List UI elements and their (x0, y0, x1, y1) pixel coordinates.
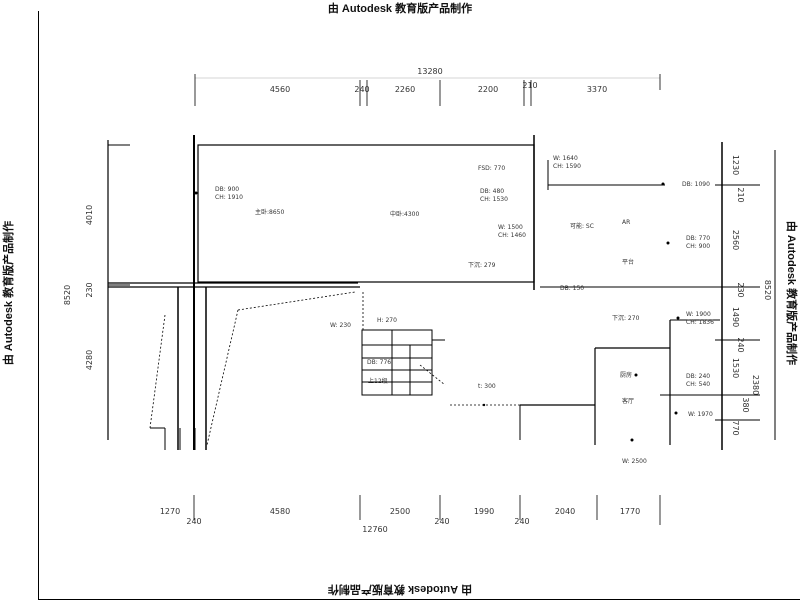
dim-bottom-seg-6: 1990 (474, 507, 494, 516)
dim-left-seg-2: 230 (85, 282, 94, 297)
label-w1900: W: 1900 (686, 311, 711, 318)
label-db150: DB: 150 (560, 285, 584, 292)
dim-left-seg-3: 4280 (85, 350, 94, 370)
dim-right-seg-8: 770 (731, 420, 740, 435)
label-window-tl: DB: 900 (215, 186, 239, 193)
label-ch540: CH: 540 (686, 381, 710, 388)
label-g270: 下沉: 270 (612, 314, 640, 322)
dim-right-seg-7: 1530 (731, 358, 740, 378)
dim-left-seg-1: 4010 (85, 205, 94, 225)
room-label-rooftop: 平台 (622, 258, 634, 266)
dim-right-seg-2: 210 (736, 187, 745, 202)
room-label-2: 中卧:4300 (390, 210, 419, 218)
watermark-top: 由 Autodesk 教育版产品制作 (327, 3, 473, 15)
label-ch1836: CH: 1836 (686, 319, 714, 326)
label-w1640: W: 1640 (553, 155, 578, 162)
dim-top-seg-2: 240 (354, 85, 369, 94)
dim-bottom-seg-2: 240 (186, 517, 201, 526)
dim-bottom-seg-3: 4580 (270, 507, 290, 516)
dim-bottom-seg-8: 2040 (555, 507, 575, 516)
room-label-1: 主卧:8650 (255, 208, 284, 216)
dim-top-seg-6: 3370 (587, 85, 607, 94)
dim-right-seg-6: 240 (736, 337, 745, 352)
dim-right-overall: 8520 (763, 280, 772, 300)
dim-bottom-seg-5: 240 (434, 517, 449, 526)
dim-right-seg-9: 2380 (751, 375, 760, 395)
dim-bottom-seg-4: 2500 (390, 507, 410, 516)
label-stair-up: 上12级 (368, 377, 388, 385)
label-w2500: W: 2500 (622, 458, 647, 465)
dim-right-seg-10: 380 (741, 397, 750, 412)
dim-left-overall: 8520 (63, 285, 72, 305)
dim-right-seg-1: 1230 (731, 155, 740, 175)
label-height-tl: CH: 1910 (215, 194, 243, 201)
walls (107, 74, 776, 525)
room-label-living: 客厅 (622, 397, 634, 405)
room-label-kitchen: 厨房 (620, 371, 632, 379)
dim-top-seg-3: 2260 (395, 85, 415, 94)
label-w230: W: 230 (330, 322, 351, 329)
label-dx: 下沉: 279 (468, 261, 496, 269)
label-db770: DB: 770 (686, 235, 710, 242)
dim-right-seg-4: 230 (736, 282, 745, 297)
dim-top-seg-1: 4560 (270, 85, 290, 94)
dim-bottom-overall: 12760 (362, 525, 387, 534)
dim-top-seg-5: 210 (522, 81, 537, 90)
label-s300: t: 300 (478, 383, 496, 390)
label-ar: AR (622, 219, 630, 226)
dashed-lines (149, 291, 520, 446)
label-db1090: DB: 1090 (682, 181, 710, 188)
marker-dots (194, 182, 680, 442)
label-ch1590: CH: 1590 (553, 163, 581, 170)
dim-right-seg-5: 1490 (731, 307, 740, 327)
dim-bottom-seg-7: 240 (514, 517, 529, 526)
dim-bottom-seg-9: 1770 (620, 507, 640, 516)
label-w1970: W: 1970 (688, 411, 713, 418)
dim-top-overall: 13280 (417, 67, 442, 76)
label-ch900: CH: 900 (686, 243, 710, 250)
label-sc: 可能: SC (570, 222, 594, 230)
dim-right-seg-3: 2560 (731, 230, 740, 250)
label-stair-db: DB: 776 (367, 359, 391, 366)
label-h270: H: 270 (377, 317, 397, 324)
label-w1500: W: 1500 (498, 224, 523, 231)
label-ch1460: CH: 1460 (498, 232, 526, 239)
dim-bottom-seg-1: 1270 (160, 507, 180, 516)
label-wd1h: CH: 1530 (480, 196, 508, 203)
label-db240: DB: 240 (686, 373, 710, 380)
label-fsd: FSD: 770 (478, 165, 505, 172)
label-wd1: DB: 480 (480, 188, 504, 195)
dim-top-seg-4: 2200 (478, 85, 498, 94)
